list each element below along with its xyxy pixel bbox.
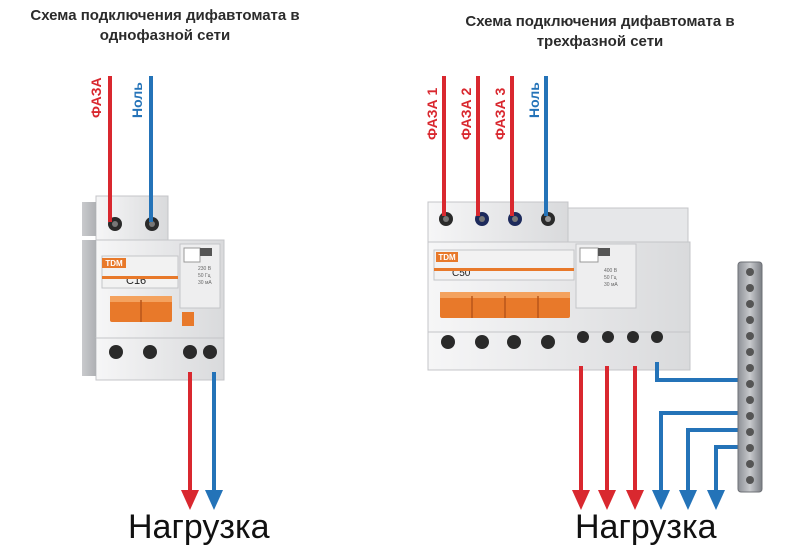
neutral-arrow: [679, 490, 697, 510]
svg-text:50 Гц: 50 Гц: [198, 273, 211, 279]
svg-text:30 мА: 30 мА: [198, 280, 212, 286]
phase-arrow: [626, 490, 644, 510]
terminal-screw: [541, 335, 555, 349]
single-phase-load-label: Нагрузка: [128, 508, 270, 546]
neutral-busbar: [737, 261, 763, 493]
single-phase-title-line2: однофазной сети: [99, 27, 231, 44]
brand-text: TDM: [438, 253, 456, 262]
phase-arrow: [598, 490, 616, 510]
neutral-arrow: [707, 490, 725, 510]
svg-text:30 мА: 30 мА: [604, 282, 618, 288]
neutral-arrow: [652, 490, 670, 510]
neutral-label: Ноль: [129, 82, 145, 118]
phase-arrow: [181, 490, 199, 510]
phase-arrow: [572, 490, 590, 510]
terminal-screw: [602, 331, 614, 343]
three-phase-wires: ФАЗА 1 ФАЗА 2 ФАЗА 3 Ноль: [424, 76, 748, 510]
brand-badge: [436, 252, 458, 262]
terminal-screw: [577, 331, 589, 343]
phase2-label: ФАЗА 2: [458, 88, 474, 140]
phase3-label: ФАЗА 3: [492, 88, 508, 140]
terminal-screw: [203, 345, 217, 359]
svg-text:50 Гц: 50 Гц: [604, 275, 617, 281]
terminal-screw: [627, 331, 639, 343]
three-phase-load-label: Нагрузка: [575, 508, 717, 546]
terminal-screw: [109, 345, 123, 359]
single-phase-title-line1: Схема подключения дифавтомата в: [30, 7, 300, 24]
phase1-label: ФАЗА 1: [424, 88, 440, 140]
three-phase-title-line1: Схема подключения дифавтомата в: [465, 13, 735, 30]
three-phase-title-block: Схема подключения дифавтомата в трехфазн…: [420, 12, 780, 52]
three-phase-title-line2: трехфазной сети: [536, 33, 664, 50]
three-phase-breaker: TDM C50 400 В 50 Гц 30 мА: [427, 201, 691, 371]
single-phase-title-block: Схема подключения дифавтомата в однофазн…: [0, 6, 330, 46]
terminal-screw: [143, 345, 157, 359]
terminal-screw: [183, 345, 197, 359]
terminal-screw: [651, 331, 663, 343]
phase-label: ФАЗА: [88, 77, 104, 118]
svg-text:230 В: 230 В: [198, 266, 212, 272]
brand-text: TDM: [105, 259, 123, 268]
single-phase-wires: ФАЗА Ноль: [88, 76, 223, 510]
terminal-screw: [441, 335, 455, 349]
single-phase-breaker: TDM C16 230 В 50 Гц 30 мА: [82, 195, 225, 381]
neutral-arrow: [205, 490, 223, 510]
svg-text:400 В: 400 В: [604, 268, 618, 274]
brand-badge: [102, 258, 126, 268]
neutral-label: Ноль: [526, 82, 542, 118]
terminal-screw: [475, 335, 489, 349]
terminal-screw: [507, 335, 521, 349]
rating-text: C50: [452, 268, 471, 279]
